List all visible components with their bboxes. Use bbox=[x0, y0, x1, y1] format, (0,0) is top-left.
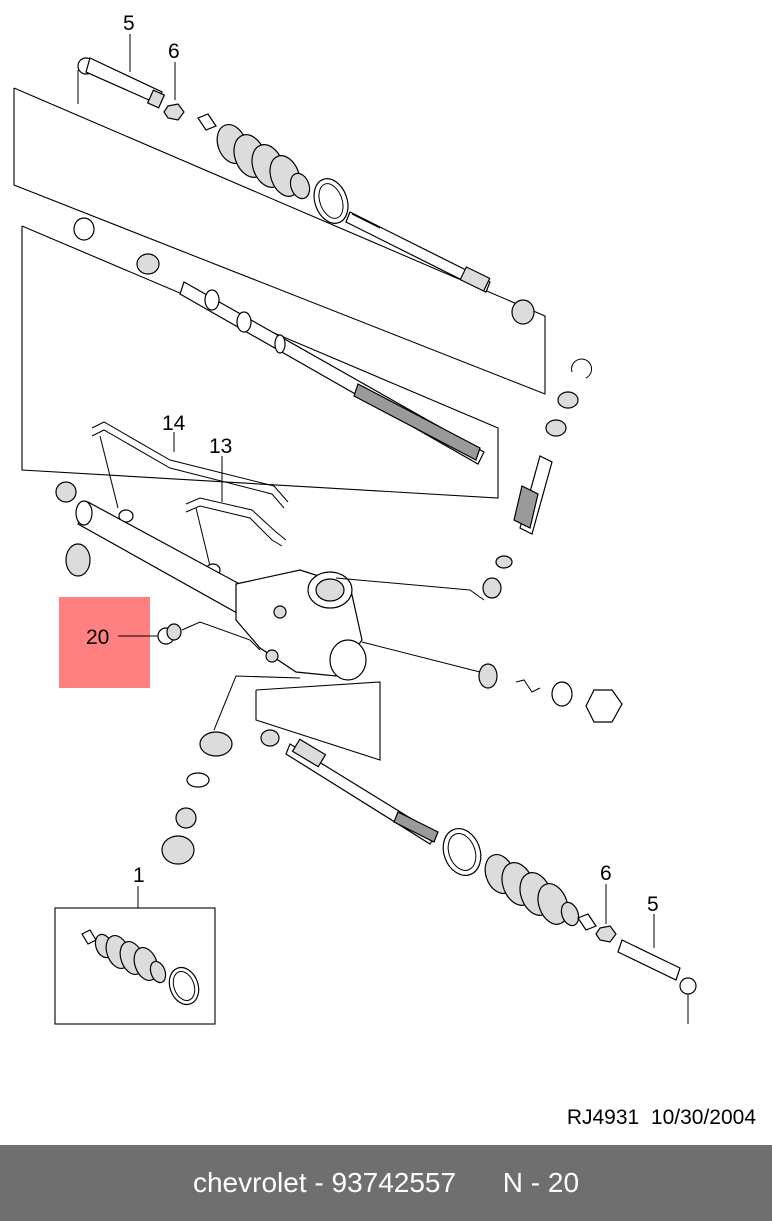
inner-tie-rod-top bbox=[345, 211, 491, 293]
o-ring-rack-1 bbox=[73, 217, 95, 241]
boot-clamp-top bbox=[197, 113, 217, 131]
callout-20: 20 bbox=[86, 626, 109, 649]
footer-separator: - bbox=[306, 1167, 332, 1198]
bushing-part-20 bbox=[118, 621, 261, 651]
boot-ring-top bbox=[313, 178, 349, 224]
frame-upper-tie-rod bbox=[13, 87, 546, 395]
highlight-box bbox=[59, 597, 150, 688]
inner-tie-rod-bottom bbox=[260, 729, 439, 845]
diagram-reference: RJ4931 10/30/2004 bbox=[567, 1106, 756, 1130]
bushing-top bbox=[511, 299, 535, 325]
boot-kit bbox=[81, 929, 200, 1006]
boot-bottom bbox=[484, 854, 580, 927]
callout-13: 13 bbox=[209, 435, 232, 458]
callout-5-bottom: 5 bbox=[647, 893, 659, 916]
callout-14: 14 bbox=[162, 412, 186, 435]
footer-position: N - 20 bbox=[502, 1167, 580, 1198]
callout-1: 1 bbox=[133, 864, 145, 887]
footer-gap bbox=[456, 1167, 503, 1199]
reference-code: RJ4931 bbox=[566, 1106, 640, 1129]
boot-clamp-bottom bbox=[577, 913, 597, 931]
footer-bar: chevrolet - 93742557 N - 20 bbox=[0, 1145, 772, 1221]
lower-seals bbox=[161, 675, 301, 865]
lock-nut-top bbox=[163, 103, 185, 121]
frame-rack bbox=[21, 225, 499, 499]
footer-part-number: 93742557 bbox=[331, 1167, 457, 1198]
tie-rod-end-bottom bbox=[617, 939, 697, 1024]
pinion-assembly bbox=[482, 358, 593, 599]
boot-top bbox=[216, 124, 311, 200]
yoke-assembly bbox=[478, 663, 623, 723]
footer-brand: chevrolet bbox=[192, 1167, 307, 1198]
reference-date: 10/30/2004 bbox=[650, 1106, 756, 1129]
bushing-rack bbox=[136, 253, 160, 275]
rack-bar bbox=[179, 281, 485, 465]
steering-gear-exploded-diagram: 5 6 14 13 20 1 6 5 bbox=[13, 12, 697, 1025]
callout-6-bottom: 6 bbox=[600, 862, 612, 885]
steering-housing bbox=[55, 481, 485, 681]
pipe-long bbox=[91, 421, 289, 523]
lock-nut-bottom bbox=[595, 925, 617, 943]
callout-5-top: 5 bbox=[123, 12, 135, 35]
boot-ring-bottom bbox=[442, 828, 482, 876]
callout-6-top: 6 bbox=[168, 40, 180, 63]
tie-rod-end-top bbox=[77, 57, 166, 109]
frame-lower-tie-rod bbox=[255, 681, 381, 761]
frame-boot-kit bbox=[54, 907, 216, 1025]
